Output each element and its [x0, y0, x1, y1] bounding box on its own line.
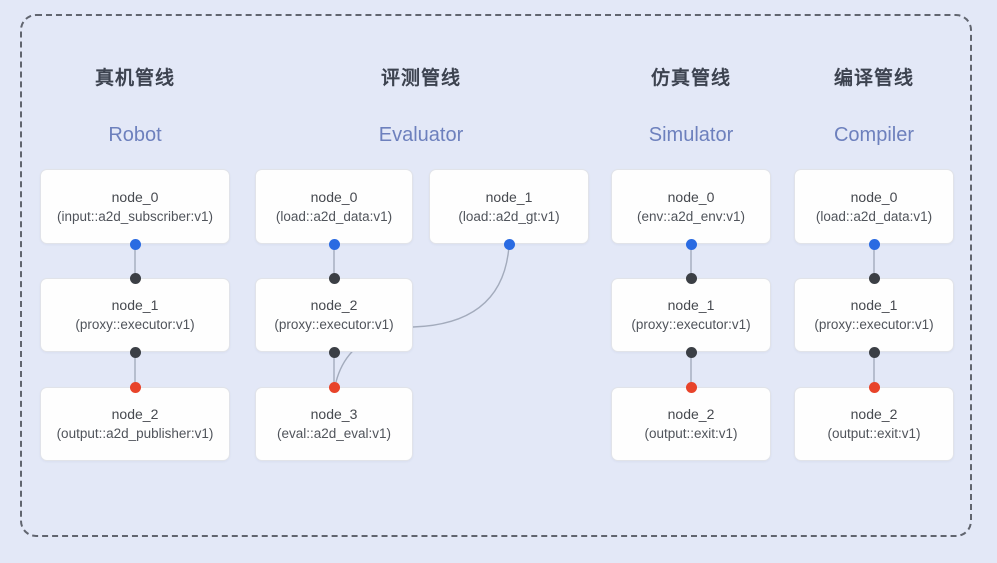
- input-port-icon: [129, 272, 141, 284]
- node-name: node_1: [111, 297, 159, 313]
- pipeline-title-zh-evaluator: 评测管线: [380, 68, 461, 89]
- node-type: (env::a2d_env:v1): [636, 208, 746, 224]
- input-port-icon: [868, 272, 880, 284]
- node-name: node_0: [310, 188, 358, 205]
- node-name: node_1: [485, 188, 533, 205]
- output-port-icon: [685, 238, 697, 250]
- node-box-robot-node1: node_1 (proxy::executor:v1): [40, 278, 230, 352]
- final-input-port-icon: [328, 381, 340, 393]
- node-type: (proxy::executor:v1): [814, 317, 934, 332]
- output-port-icon: [868, 346, 880, 358]
- node-box-compiler-node2: node_2 (output::exit:v1): [794, 387, 954, 461]
- node-name: node_3: [310, 406, 358, 422]
- dashed-frame: [20, 14, 972, 537]
- node-name: node_0: [850, 188, 898, 205]
- node-name: node_0: [667, 188, 715, 205]
- final-input-port-icon: [129, 381, 141, 393]
- node-box-simulator-node0: node_0 (env::a2d_env:v1): [611, 169, 771, 244]
- node-name: node_2: [111, 406, 159, 422]
- node-name: node_0: [111, 188, 159, 205]
- final-input-port-icon: [868, 381, 880, 393]
- node-type: (input::a2d_subscriber:v1): [56, 208, 214, 224]
- node-name: node_2: [667, 406, 715, 422]
- output-port-icon: [685, 346, 697, 358]
- pipeline-title-en-simulator: Simulator: [648, 124, 734, 146]
- node-box-evaluator-node2: node_2 (proxy::executor:v1): [255, 278, 413, 352]
- pipeline-title-en-evaluator: Evaluator: [378, 124, 464, 146]
- node-type: (load::a2d_data:v1): [275, 208, 393, 224]
- pipeline-title-zh-robot: 真机管线: [94, 68, 175, 89]
- node-box-evaluator-node0: node_0 (load::a2d_data:v1): [255, 169, 413, 244]
- node-box-evaluator-node3: node_3 (eval::a2d_eval:v1): [255, 387, 413, 461]
- node-type: (proxy::executor:v1): [274, 317, 394, 332]
- node-box-robot-node0: node_0 (input::a2d_subscriber:v1): [40, 169, 230, 244]
- pipeline-title-zh-compiler: 编译管线: [833, 68, 914, 89]
- node-box-robot-node2: node_2 (output::a2d_publisher:v1): [40, 387, 230, 461]
- output-port-icon: [503, 238, 515, 250]
- output-port-icon: [868, 238, 880, 250]
- node-type: (load::a2d_data:v1): [815, 208, 933, 224]
- node-name: node_2: [310, 297, 358, 313]
- node-type: (proxy::executor:v1): [75, 317, 195, 332]
- node-box-compiler-node0: node_0 (load::a2d_data:v1): [794, 169, 954, 244]
- pipeline-title-en-robot: Robot: [108, 124, 162, 146]
- node-name: node_1: [667, 297, 715, 313]
- node-type: (output::exit:v1): [827, 426, 921, 441]
- output-port-icon: [129, 238, 141, 250]
- node-type: (output::exit:v1): [644, 426, 738, 441]
- output-port-icon: [129, 346, 141, 358]
- output-port-icon: [328, 346, 340, 358]
- input-port-icon: [328, 272, 340, 284]
- node-type: (load::a2d_gt:v1): [458, 208, 560, 224]
- node-box-simulator-node2: node_2 (output::exit:v1): [611, 387, 771, 461]
- pipeline-title-en-compiler: Compiler: [833, 124, 915, 146]
- edge-eval-1-3: [335, 245, 510, 383]
- node-name: node_1: [850, 297, 898, 313]
- node-type: (eval::a2d_eval:v1): [276, 426, 392, 441]
- output-port-icon: [328, 238, 340, 250]
- node-box-evaluator-node1: node_1 (load::a2d_gt:v1): [429, 169, 589, 244]
- input-port-icon: [685, 272, 697, 284]
- node-name: node_2: [850, 406, 898, 422]
- node-type: (proxy::executor:v1): [631, 317, 751, 332]
- node-type: (output::a2d_publisher:v1): [56, 426, 214, 441]
- node-box-simulator-node1: node_1 (proxy::executor:v1): [611, 278, 771, 352]
- final-input-port-icon: [685, 381, 697, 393]
- node-box-compiler-node1: node_1 (proxy::executor:v1): [794, 278, 954, 352]
- pipeline-title-zh-simulator: 仿真管线: [650, 68, 731, 89]
